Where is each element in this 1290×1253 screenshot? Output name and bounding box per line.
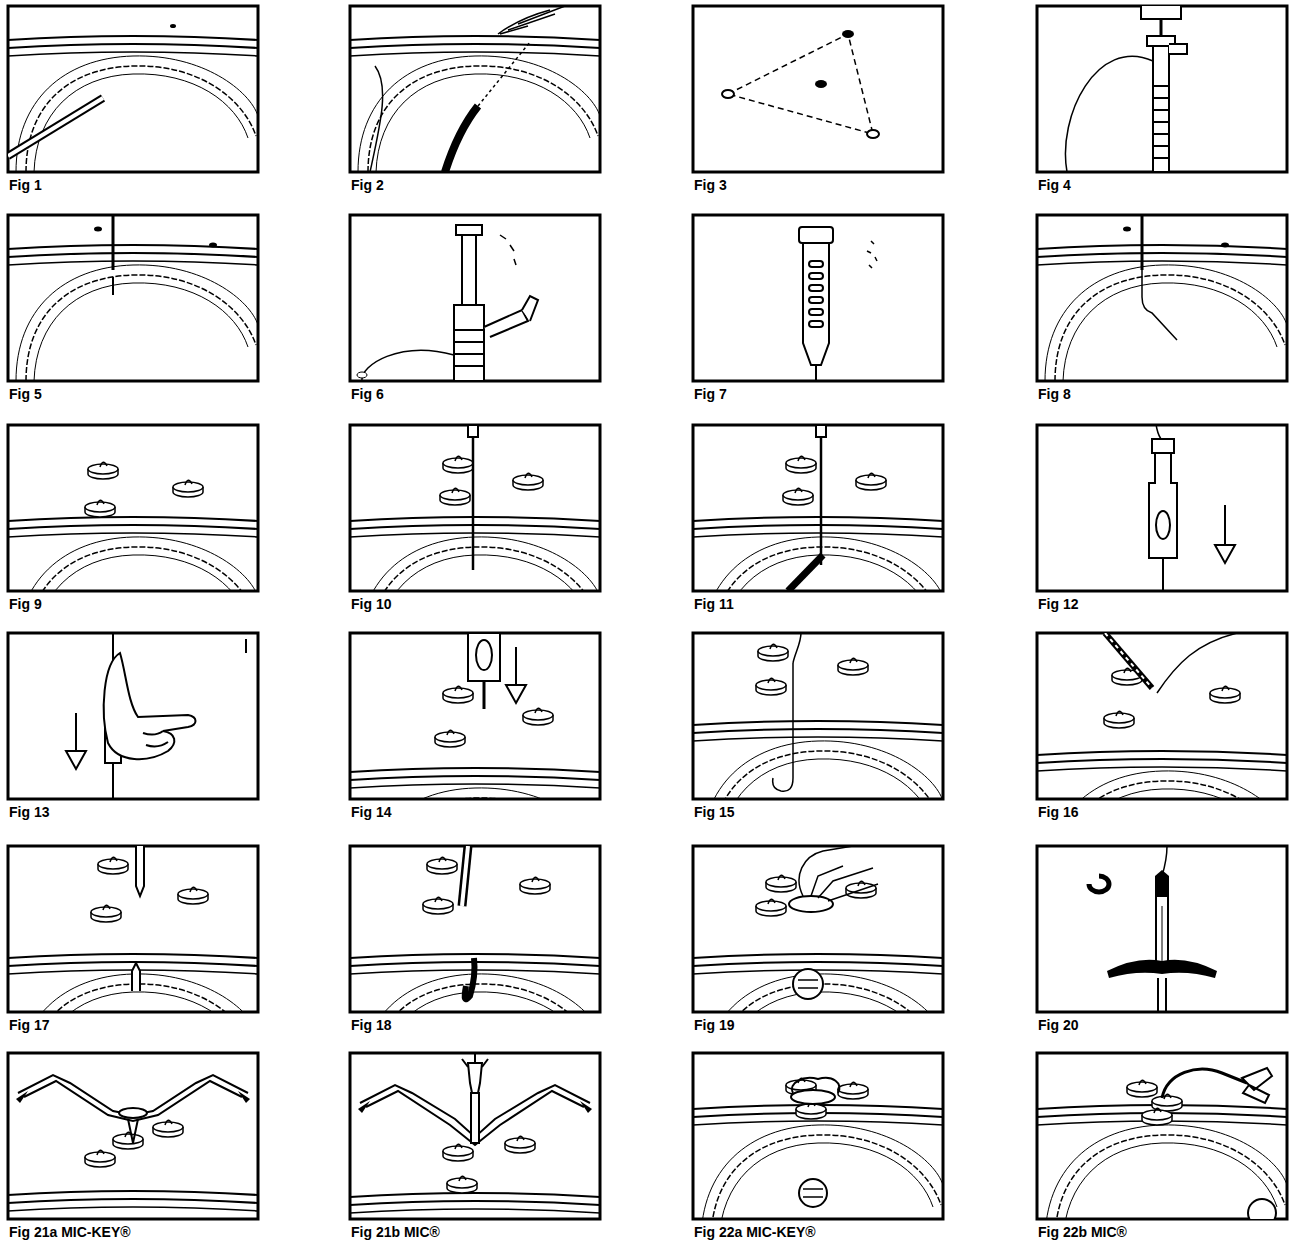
figure-caption: Fig 3 — [694, 177, 727, 193]
figure-caption: Fig 20 — [1038, 1017, 1078, 1033]
figure-caption: Fig 14 — [351, 804, 391, 820]
figure-caption: Fig 18 — [351, 1017, 391, 1033]
figure-caption: Fig 22b MIC® — [1038, 1224, 1127, 1240]
figure-caption: Fig 6 — [351, 386, 384, 402]
figure-caption: Fig 17 — [9, 1017, 49, 1033]
figure-caption: Fig 2 — [351, 177, 384, 193]
figure-caption: Fig 21a MIC-KEY® — [9, 1224, 131, 1240]
figure-caption: Fig 13 — [9, 804, 49, 820]
figure-caption: Fig 5 — [9, 386, 42, 402]
figure-caption: Fig 9 — [9, 596, 42, 612]
figure-caption: Fig 22a MIC-KEY® — [694, 1224, 816, 1240]
figure-caption: Fig 15 — [694, 804, 734, 820]
figure-caption: Fig 11 — [694, 596, 734, 612]
figure-caption: Fig 4 — [1038, 177, 1071, 193]
figure-caption: Fig 19 — [694, 1017, 734, 1033]
figure-caption: Fig 10 — [351, 596, 391, 612]
figure-caption: Fig 7 — [694, 386, 727, 402]
figure-caption: Fig 8 — [1038, 386, 1071, 402]
figure-caption: Fig 21b MIC® — [351, 1224, 440, 1240]
figure-caption: Fig 12 — [1038, 596, 1078, 612]
figure-caption: Fig 16 — [1038, 804, 1078, 820]
figure-caption: Fig 1 — [9, 177, 42, 193]
